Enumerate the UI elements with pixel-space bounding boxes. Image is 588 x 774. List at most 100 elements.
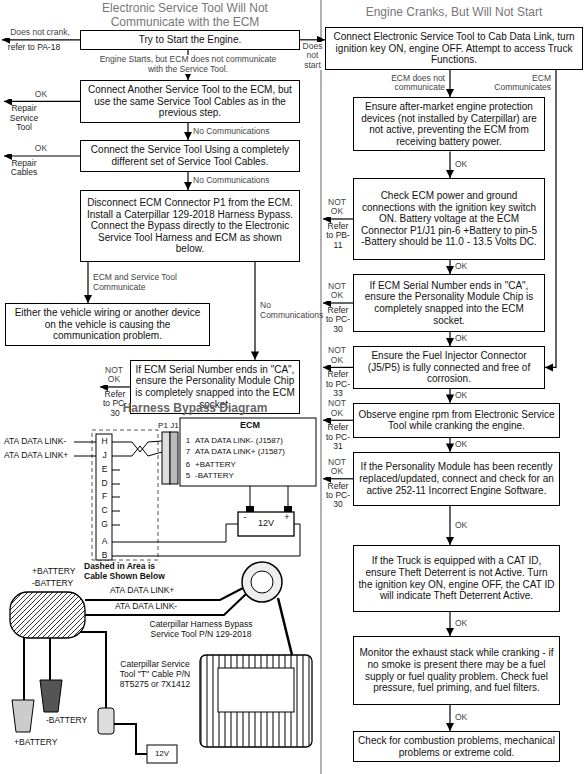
node-text: If the Personality Module has been recen…: [358, 461, 555, 496]
edge-label: NOT OK: [100, 366, 128, 385]
dashed-area: [92, 430, 158, 560]
node-text: Refer to PB-11: [323, 222, 353, 250]
edge-label: No Communications: [259, 301, 319, 320]
edge-label: Engine Starts, but ECM does not communic…: [96, 55, 280, 74]
edge-label: OK: [454, 160, 478, 170]
diagram-label: J1: [169, 421, 180, 430]
positive-clamp: [12, 700, 34, 732]
edge-label: OK: [454, 262, 478, 272]
diagram-label: 7: [183, 447, 193, 456]
battery-symbol: [238, 512, 294, 536]
small-battery: [147, 745, 177, 763]
flow-arrow: [449, 70, 450, 97]
flow-arrow: [4, 155, 80, 156]
edge-label: OK: [4, 144, 78, 154]
process-box: Check ECM power and ground connections w…: [353, 178, 545, 260]
node-text: Refer to PC-30: [323, 306, 353, 334]
diagram-label: C: [99, 506, 110, 516]
process-box: Either the vehicle wiring or another dev…: [5, 303, 210, 346]
edge-label: Does not start: [301, 42, 324, 71]
diagram-label: Harness Bypass Diagram: [100, 402, 290, 416]
flow-arrow: [4, 101, 80, 102]
diagram-label: Caterpillar Service Tool "T" Cable P/N 8…: [112, 660, 198, 689]
data-link-leads: [74, 442, 96, 456]
diagram-label: ATA DATA LINK+: [4, 451, 74, 461]
process-box: Observe engine rpm from Electronic Servi…: [353, 403, 560, 438]
node-text: Observe engine rpm from Electronic Servi…: [358, 409, 555, 432]
edge-label: OK: [4, 90, 78, 100]
edge-label: NOT OK: [323, 346, 351, 365]
edge-label: ECM does not communicate: [346, 74, 446, 93]
process-box: If ECM Serial Number ends in "CA", ensur…: [353, 274, 545, 332]
flow-arrow: [2, 39, 80, 40]
node-text: Check for combustion problems, mechanica…: [358, 735, 555, 758]
flow-arrow: [323, 478, 353, 479]
diagram-label: +BATTERY: [14, 738, 66, 748]
flow-arrow: [323, 420, 353, 421]
node-text: Disconnect ECM Connector P1 from the ECM…: [85, 197, 295, 255]
round-connector: [242, 562, 282, 602]
edge-label: No Communications: [192, 176, 292, 186]
cable-bundle: [10, 592, 85, 638]
bypass-power-wires: [120, 524, 300, 556]
diagram-label: E: [99, 465, 110, 475]
flow-arrow: [545, 70, 556, 368]
flow-arrow: [449, 260, 450, 274]
diagram-label: +: [283, 512, 291, 522]
node-text: Connect the Service Tool Using a complet…: [85, 144, 295, 167]
p1-plug: [162, 432, 170, 484]
negative-clamp: [40, 680, 62, 712]
diagram-label: Caterpillar Harness Bypass Service Tool …: [140, 620, 262, 640]
edge-label: OK: [454, 713, 478, 723]
diagram-label: Engine Cranks, But Will Not Start: [325, 6, 583, 20]
node-text: refer to PA-18: [2, 43, 66, 52]
panel-divider: [320, 0, 322, 774]
edge-label: NOT OK: [323, 282, 351, 301]
outcome-text: Refer to PC-33: [323, 370, 353, 398]
flow-arrow: [449, 389, 450, 403]
edge-label: No Communications: [192, 127, 292, 137]
diagram-label: F: [99, 492, 110, 502]
outcome-text: Repair Cables: [4, 159, 44, 178]
flow-arrow: [323, 367, 353, 368]
process-box: Connect the Service Tool Using a complet…: [80, 140, 300, 172]
diagram-label: ATA DATA LINK+ (J1587): [195, 447, 315, 456]
diagram-label: P1: [157, 421, 169, 430]
outcome-text: Refer to PC-30: [323, 482, 353, 510]
outcome-text: Refer to PC-30: [323, 306, 353, 334]
edge-label: NOT OK: [323, 458, 351, 477]
diagram-label: ATA DATA LINK- (J1587): [195, 436, 315, 445]
edge-label: ECM and Service Tool Communicate: [92, 273, 182, 292]
edge-label: OK: [454, 440, 478, 450]
process-box: Monitor the exhaust stack while cranking…: [353, 636, 560, 705]
diagram-label: Dashed in Area is Cable Shown Below: [84, 562, 176, 582]
battery-terminal: [246, 506, 254, 512]
diagram-label: -BATTERY: [46, 716, 98, 726]
flow-arrow: [449, 612, 450, 636]
node-text: Monitor the exhaust stack while cranking…: [358, 647, 555, 693]
process-box: Ensure the Fuel Injector Connector (J5/P…: [353, 346, 545, 389]
outcome-text: Refer to PC-31: [323, 423, 353, 451]
process-box: Ensure after-market engine protection de…: [353, 97, 545, 151]
process-box: If the Personality Module has been recen…: [353, 452, 560, 506]
diagram-label: 5: [183, 471, 193, 480]
edge-label: OK: [454, 521, 478, 531]
diagram-label: ATA DATA LINK-: [4, 437, 74, 447]
connector-body: [96, 434, 112, 560]
process-box: Check for combustion problems, mechanica…: [353, 731, 560, 762]
round-connector-face: [251, 571, 273, 593]
diagram-label: A: [99, 537, 110, 547]
diagram-label: ATA DATA LINK-: [115, 602, 205, 612]
diagram-label: J: [99, 451, 110, 461]
node-text: Ensure the Fuel Injector Connector (J5/P…: [358, 350, 540, 385]
node-text: Refer to PC-33: [323, 370, 353, 398]
ecm-module-cover: [218, 668, 294, 712]
process-box: Disconnect ECM Connector P1 from the ECM…: [80, 190, 300, 262]
flow-arrow: [323, 218, 353, 219]
battery-wires: [250, 486, 288, 508]
diagram-label: +BATTERY: [195, 460, 315, 469]
ecm-box: [180, 418, 316, 486]
diagram-label: H: [99, 437, 110, 447]
diagram-label: D: [99, 479, 110, 489]
diagram-label: 12V: [147, 749, 177, 758]
